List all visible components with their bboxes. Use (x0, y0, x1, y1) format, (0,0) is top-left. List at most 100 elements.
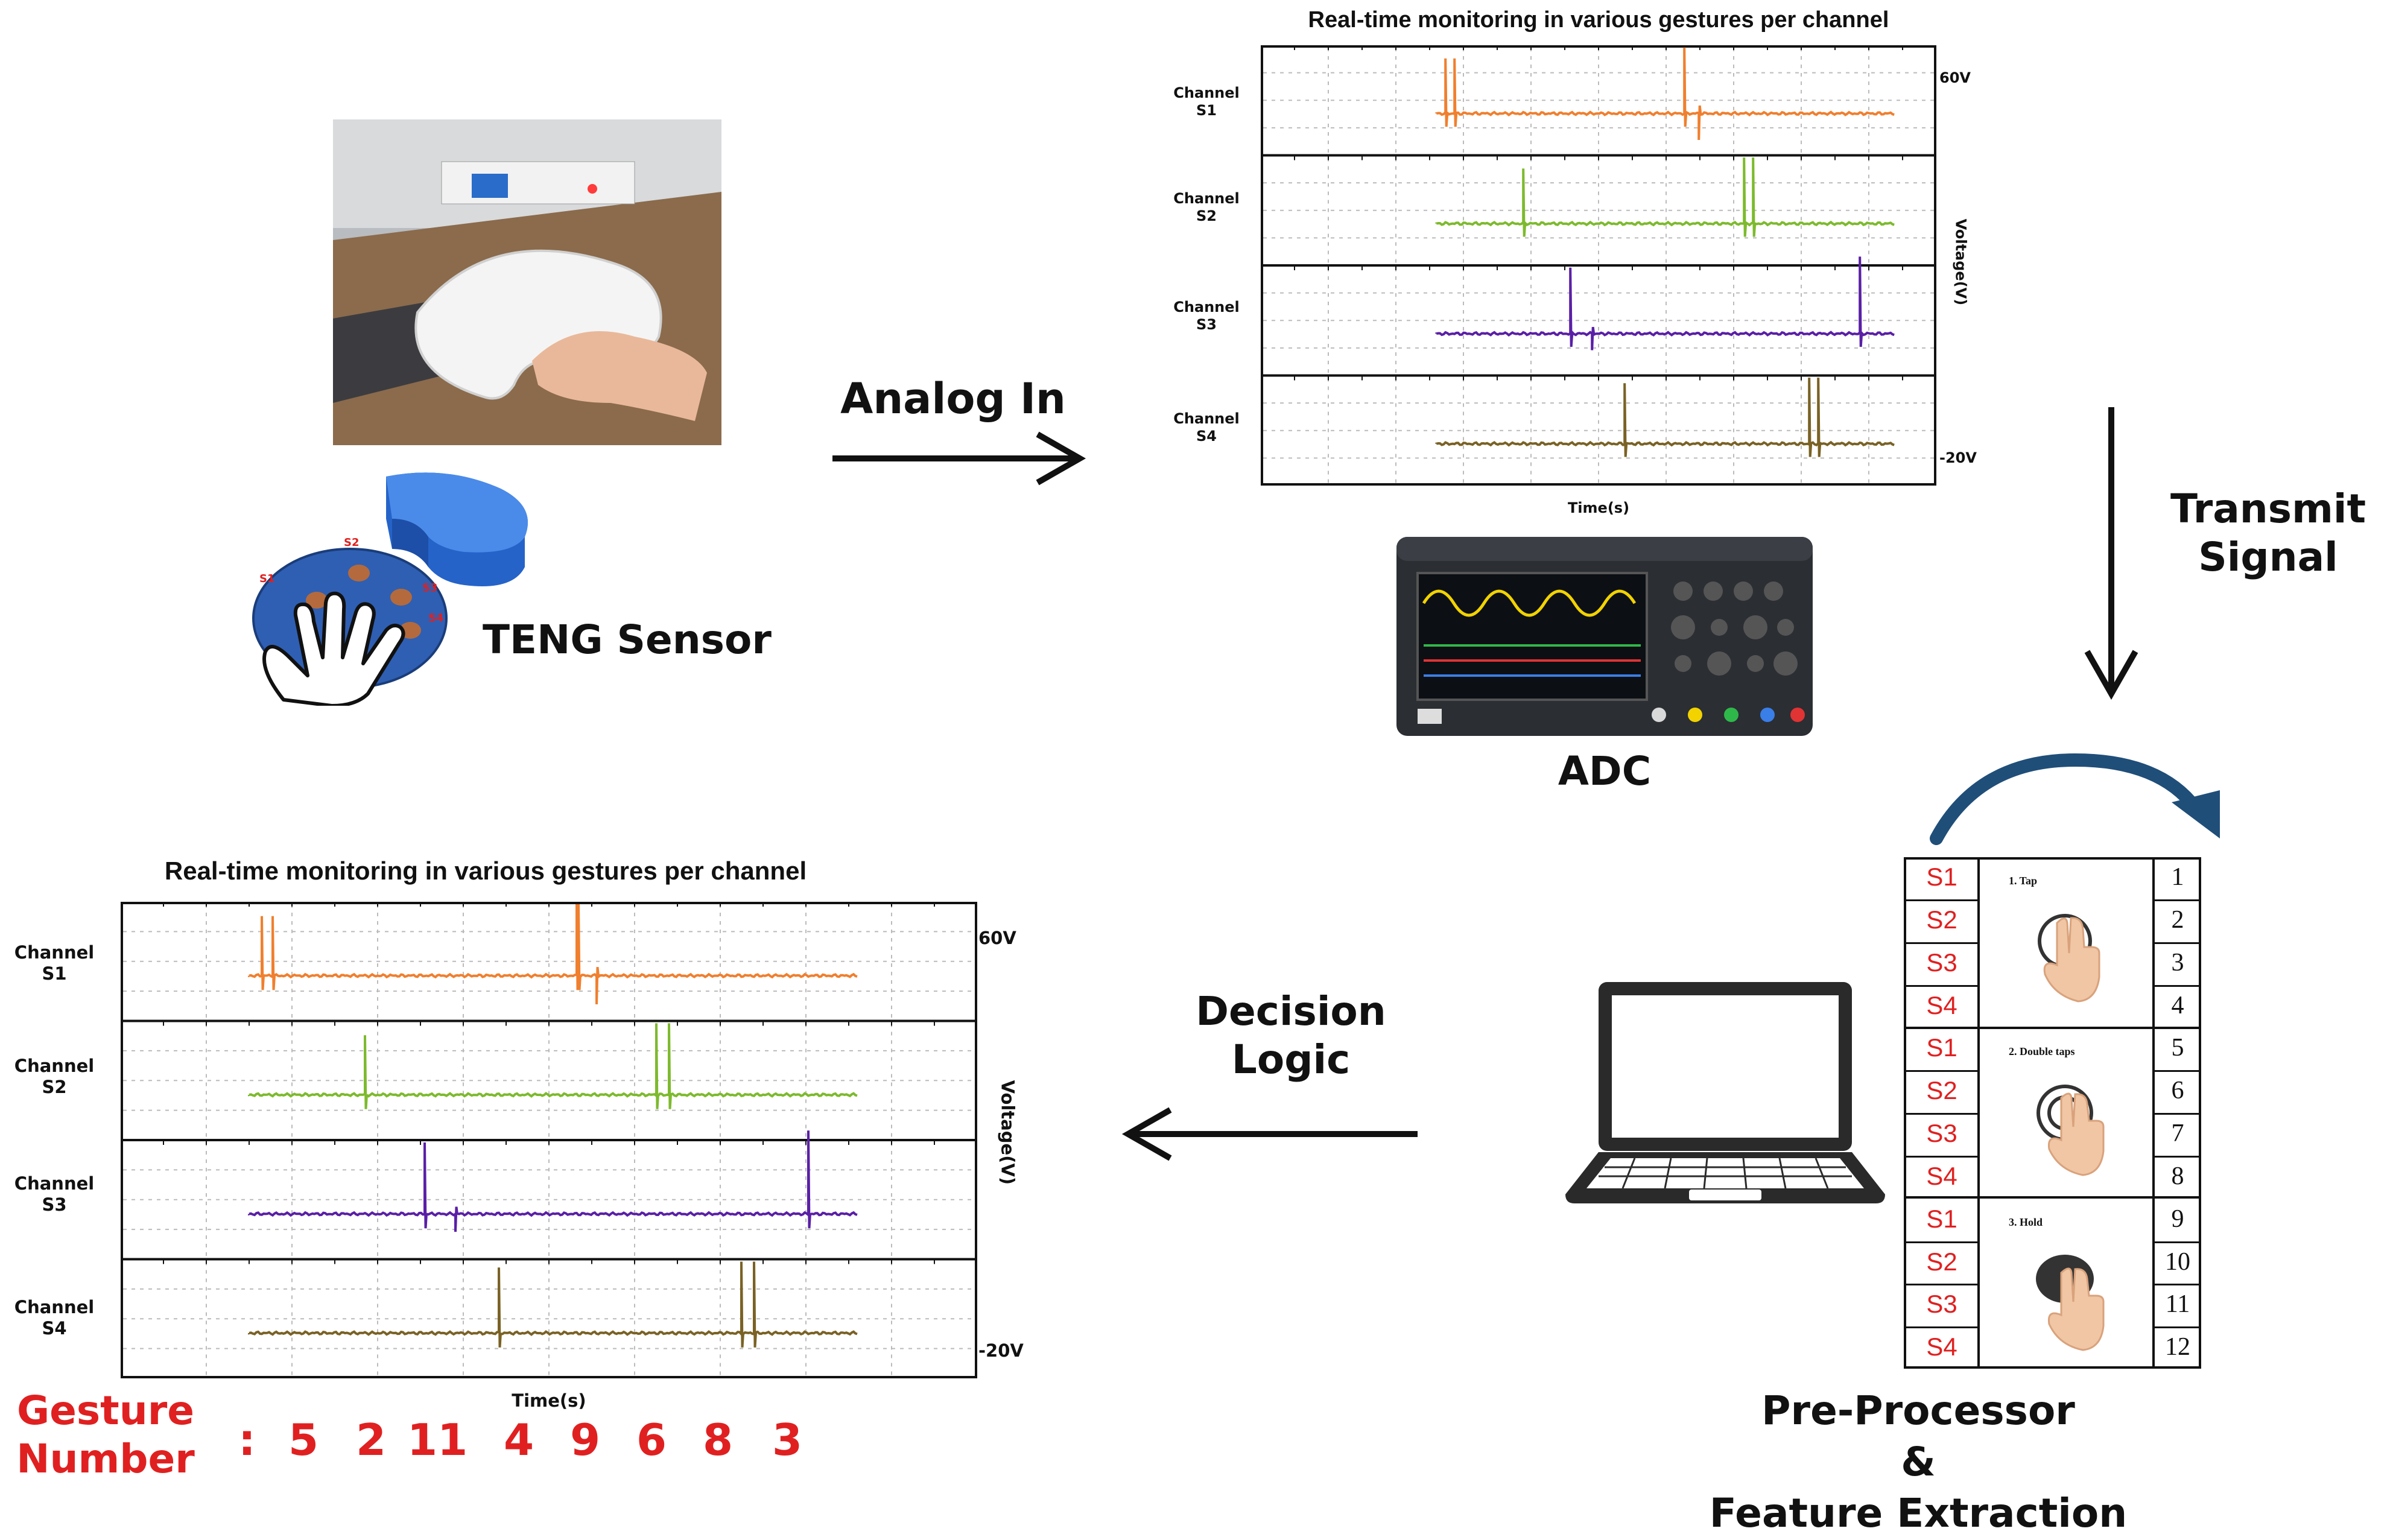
top-ch-label-4: Channel S4 (1173, 410, 1240, 445)
double-tap-icon (2036, 1085, 2105, 1176)
pad-label-s3: S3 (422, 581, 438, 594)
pad-label-s2: S2 (344, 536, 360, 549)
table-row-divider (2155, 1241, 2201, 1243)
table-number-cell: 4 (2171, 991, 2184, 1019)
bottom-x-axis-label: Time(s) (512, 1390, 586, 1411)
table-sensor-cell: S4 (1926, 1161, 1957, 1190)
table-number-cell: 3 (2171, 948, 2184, 977)
table-number-cell: 7 (2171, 1120, 2184, 1147)
adc-label: ADC (1558, 748, 1652, 794)
bottom-y-bottom-label: -20V (978, 1340, 1024, 1361)
table-row-divider (2155, 1326, 2201, 1329)
channel-trace (248, 1023, 858, 1109)
table-number-cell: 9 (2171, 1205, 2184, 1233)
gesture-number: 4 (504, 1415, 534, 1465)
pad-label-s1: S1 (259, 572, 275, 585)
table-row-divider (2155, 899, 2201, 901)
bottom-y-top-label: 60V (978, 928, 1016, 948)
table-row-divider (1905, 942, 1979, 944)
table-row-divider (2155, 1155, 2201, 1158)
tap-icon (2038, 914, 2100, 1003)
pad-label-s4: S4 (428, 612, 444, 624)
teng-sensor-label: TENG Sensor (483, 616, 772, 663)
laptop-icon (1562, 977, 1888, 1206)
bottom-y-axis-label: Voltage(V) (997, 1080, 1018, 1185)
table-gesture-label: 1. Tap (2009, 875, 2038, 887)
table-row-divider (2155, 942, 2201, 944)
table-number-cell: 10 (2165, 1247, 2190, 1276)
table-number-cell: 8 (2171, 1162, 2184, 1190)
bottom-plot-title: Real-time monitoring in various gestures… (164, 857, 807, 885)
gesture-number: 9 (570, 1415, 601, 1465)
top-plot-title: Real-time monitoring in various gestures… (1308, 7, 1889, 33)
analog-in-label: Analog In (840, 374, 1066, 423)
table-sensor-cell: S1 (1926, 1204, 1957, 1233)
table-sensor-cell: S1 (1926, 1033, 1957, 1062)
decision-logic-arrow (1121, 1107, 1418, 1161)
table-sensor-cell: S2 (1926, 905, 1957, 934)
transmit-label-2: Signal (2198, 534, 2338, 580)
table-row-divider (1905, 984, 1979, 987)
top-ch-label-3: Channel S3 (1173, 299, 1240, 333)
gesture-label-2: Number (16, 1436, 195, 1482)
top-x-axis-label: Time(s) (1567, 499, 1630, 516)
transmit-label-1: Transmit (2170, 486, 2366, 532)
top-ch-label-1: Channel S1 (1173, 84, 1240, 119)
table-number-cell: 2 (2171, 905, 2184, 934)
gesture-number: 2 (356, 1415, 387, 1465)
table-number-cell: 1 (2171, 863, 2184, 891)
table-number-cell: 6 (2171, 1077, 2184, 1105)
channel-trace (1435, 378, 1895, 457)
table-number-cell: 12 (2165, 1333, 2190, 1361)
table-row-divider (1905, 1155, 1979, 1158)
table-row-divider (1905, 899, 1979, 901)
table-sensor-cell: S3 (1926, 1119, 1957, 1147)
top-y-top-label: 60V (1939, 69, 1971, 86)
bottom-ch-label-4: Channel S4 (14, 1297, 95, 1339)
curved-blue-arrow (1930, 753, 2220, 845)
table-row-divider (1905, 1284, 1979, 1286)
top-y-bottom-label: -20V (1939, 449, 1977, 466)
gesture-colon: : (238, 1415, 256, 1465)
top-oscilloscope-plot (1261, 45, 1936, 486)
gesture-number: 5 (288, 1415, 319, 1465)
table-row-divider (1905, 1241, 1979, 1243)
hold-icon (2036, 1255, 2105, 1351)
table-row-divider (1905, 1070, 1979, 1073)
table-sensor-cell: S3 (1926, 1290, 1957, 1319)
bottom-oscilloscope-plot (121, 902, 977, 1378)
top-y-axis-label: Voltage(V) (1952, 218, 1970, 306)
channel-trace (1435, 157, 1895, 237)
table-row-divider (1905, 1113, 1979, 1115)
channel-trace (1435, 256, 1895, 350)
table-number-cell: 5 (2171, 1034, 2184, 1062)
table-gesture-label: 3. Hold (2009, 1216, 2043, 1228)
channel-trace (248, 904, 858, 1004)
analog-in-arrow (832, 431, 1086, 486)
feature-extraction-label: Feature Extraction (1709, 1490, 2128, 1536)
decision-label-1: Decision (1196, 988, 1386, 1035)
channel-trace (248, 1261, 858, 1348)
transmit-signal-arrow (2084, 407, 2138, 700)
gesture-number: 8 (703, 1415, 734, 1465)
table-row-divider (2155, 984, 2201, 987)
table-row-divider (2155, 1113, 2201, 1115)
device-photo (333, 119, 721, 445)
table-sensor-cell: S4 (1926, 990, 1957, 1019)
ampersand-label: & (1901, 1439, 1936, 1485)
teng-sensor-illustration: S1 S2 S3 S4 (247, 464, 597, 708)
channel-trace (248, 1130, 858, 1232)
table-number-cell: 11 (2165, 1290, 2190, 1319)
bottom-ch-label-3: Channel S3 (14, 1173, 95, 1215)
gesture-label-1: Gesture (16, 1387, 195, 1434)
gesture-number: 3 (772, 1415, 803, 1465)
table-row-divider (2155, 1070, 2201, 1073)
table-sensor-cell: S3 (1926, 948, 1957, 977)
table-row-divider (1905, 1326, 1979, 1329)
bottom-ch-label-1: Channel S1 (14, 942, 95, 984)
decision-label-2: Logic (1231, 1036, 1351, 1083)
table-sensor-cell: S4 (1926, 1332, 1957, 1361)
table-sensor-cell: S2 (1926, 1076, 1957, 1105)
bottom-ch-label-2: Channel S2 (14, 1056, 95, 1097)
table-row-divider (2155, 1284, 2201, 1286)
